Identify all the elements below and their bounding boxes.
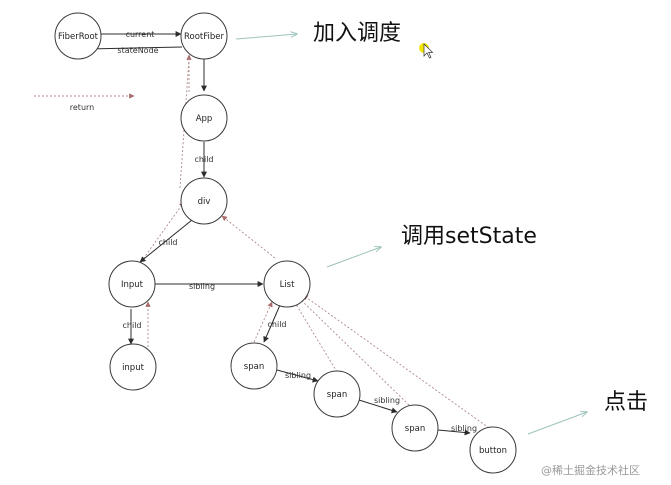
- structure-edges: [87, 31, 471, 436]
- node-rootfiber-circle: [180, 12, 228, 60]
- label-statenode: stateNode: [117, 46, 158, 55]
- node-fiberroot-label: FiberRoot: [58, 32, 99, 42]
- label-current: current: [126, 30, 155, 39]
- node-rootfiber-label: RootFiber: [184, 32, 225, 42]
- node-input-component-label: Input: [121, 280, 144, 290]
- node-div-circle: [180, 177, 228, 225]
- annotation-setstate: 调用setState: [401, 224, 537, 249]
- node-input-component-circle: [108, 260, 156, 308]
- edge-span2-span3: [358, 399, 398, 414]
- node-span-3-label: span: [405, 424, 425, 434]
- label-div-child: child: [159, 238, 178, 247]
- node-input-component: Input: [108, 260, 156, 308]
- annotation-click: 点击: [604, 390, 648, 415]
- cursor-icon: [419, 43, 434, 59]
- label-app-child: child: [195, 155, 214, 164]
- edge-list-span1: [263, 304, 281, 343]
- label-span3-sibling: sibling: [451, 424, 477, 433]
- label-input-child: child: [123, 321, 142, 330]
- node-button-circle: [469, 426, 517, 474]
- node-span-1-label: span: [244, 362, 264, 372]
- return-edge-span2-list: [293, 300, 338, 373]
- node-button-label: button: [479, 446, 507, 456]
- annotation-arrow-click: [527, 412, 587, 435]
- annotations: 加入调度 调用setState 点击: [235, 21, 648, 435]
- annotation-arrow-schedule: [235, 34, 297, 40]
- edge-span1-span2: [276, 369, 319, 383]
- annotation-schedule: 加入调度: [313, 21, 401, 46]
- node-input-tag-circle: [109, 343, 157, 391]
- node-input-tag-label: input: [122, 363, 145, 373]
- node-rootfiber: RootFiber: [180, 12, 228, 60]
- label-input-sibling: sibling: [189, 282, 215, 291]
- node-div: div: [180, 177, 228, 225]
- node-span-1-circle: [230, 342, 278, 390]
- node-span-2: span: [313, 370, 361, 418]
- node-list: List: [263, 260, 311, 308]
- node-span-1: span: [230, 342, 278, 390]
- node-list-label: List: [280, 280, 296, 290]
- node-app-label: App: [196, 114, 213, 124]
- annotation-arrow-setstate: [326, 247, 381, 268]
- node-span-3-circle: [391, 404, 439, 452]
- label-span1-sibling: sibling: [285, 371, 311, 380]
- node-app: App: [180, 94, 228, 142]
- return-edge-list-div: [221, 215, 276, 259]
- node-app-circle: [180, 94, 228, 142]
- edge-statenode: [87, 45, 183, 52]
- node-fiberroot-circle: [54, 12, 102, 60]
- node-fiberroot: FiberRoot: [54, 12, 102, 60]
- node-span-2-circle: [313, 370, 361, 418]
- node-div-label: div: [198, 197, 211, 207]
- edge-labels: current stateNode child child sibling ch…: [117, 30, 477, 433]
- return-edge-input-div: [140, 201, 185, 263]
- fiber-nodes: FiberRoot RootFiber App div Input List i…: [54, 12, 517, 474]
- edge-div-input: [139, 219, 193, 263]
- cursor-pointer-icon: [423, 43, 434, 59]
- return-edge-span3-list: [298, 297, 410, 406]
- label-span2-sibling: sibling: [374, 396, 400, 405]
- node-span-3: span: [391, 404, 439, 452]
- node-button: button: [469, 426, 517, 474]
- watermark: @稀土掘金技术社区: [541, 463, 640, 477]
- node-list-circle: [263, 260, 311, 308]
- label-list-child: child: [268, 320, 287, 329]
- node-input-tag: input: [109, 343, 157, 391]
- edge-span3-button: [437, 429, 471, 436]
- return-edge-span1-list: [253, 301, 273, 343]
- legend-return-label: return: [70, 103, 94, 112]
- node-span-2-label: span: [327, 390, 347, 400]
